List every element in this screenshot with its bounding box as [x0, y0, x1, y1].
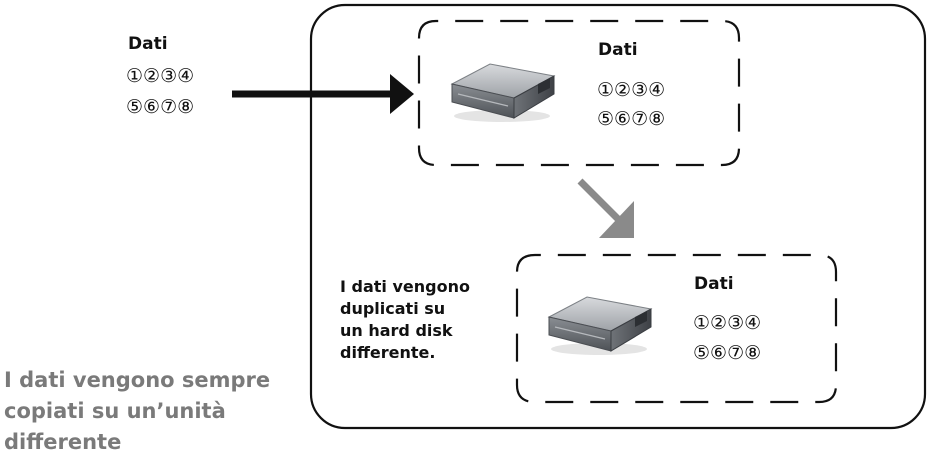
hard-drive-icon: [450, 63, 556, 122]
disk1-title: Dati: [598, 40, 638, 60]
disk1-numbers-row1: ①②③④: [597, 79, 666, 101]
duplicate-note: I dati vengono duplicati su un hard disk…: [340, 276, 470, 364]
drive-box-1: [417, 19, 741, 167]
arrow-right-icon: [232, 74, 414, 114]
disk2-numbers-row2: ⑤⑥⑦⑧: [693, 342, 762, 364]
disk2-title: Dati: [694, 274, 734, 294]
duplicate-note-line: differente.: [340, 343, 436, 362]
duplicate-note-line: duplicati su: [340, 299, 446, 318]
source-numbers-row2: ⑤⑥⑦⑧: [126, 96, 195, 118]
caption: I dati vengono sempre copiati su un’unit…: [4, 365, 270, 458]
disk1-numbers-row2: ⑤⑥⑦⑧: [597, 108, 666, 130]
duplicate-note-line: I dati vengono: [340, 277, 470, 296]
arrow-down-right-icon: [577, 178, 634, 238]
source-numbers-row1: ①②③④: [126, 65, 195, 87]
disk2-numbers-row1: ①②③④: [693, 312, 762, 334]
caption-line: I dati vengono sempre: [4, 368, 271, 392]
hard-drive-icon: [547, 296, 653, 355]
drive-box-2: [515, 253, 838, 404]
system-container: [309, 3, 927, 430]
caption-line: copiati su un’unità: [4, 399, 226, 423]
source-title: Dati: [128, 34, 168, 54]
duplicate-note-line: un hard disk: [340, 321, 453, 340]
caption-line: differente: [4, 430, 122, 454]
